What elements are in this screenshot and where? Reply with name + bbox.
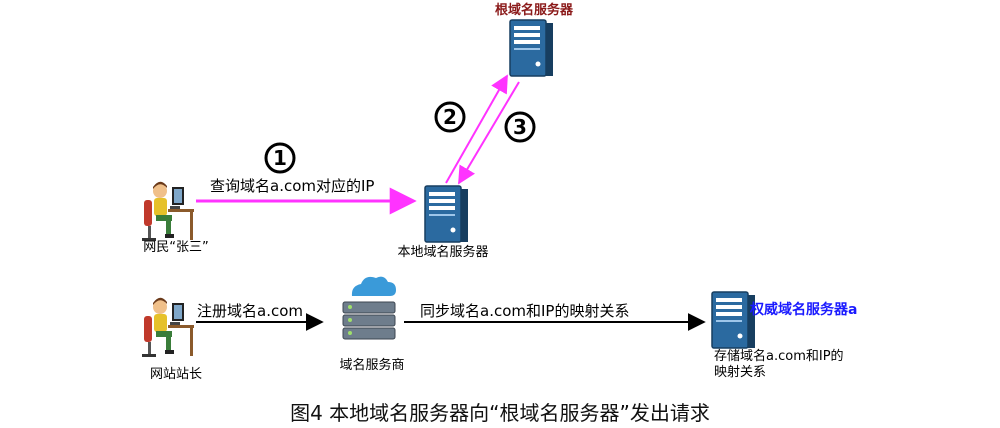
domain-provider-label: 域名服务商 (339, 357, 404, 373)
arrow-local-to-root (445, 74, 508, 184)
sync-edge-label: 同步域名a.com和IP的映射关系 (420, 302, 629, 320)
domain-provider-icon (342, 276, 396, 340)
user-person-icon (142, 181, 194, 241)
step-1-badge: 1 (264, 142, 296, 174)
user-label: 网民“张三” (143, 240, 208, 255)
auth-server-note-line1: 存储域名a.com和IP的 (714, 348, 844, 364)
webmaster-person-icon (142, 297, 194, 357)
figure-caption: 图4 本地域名服务器向“根域名服务器”发出请求 (290, 401, 710, 425)
step-2-badge: 2 (434, 101, 466, 133)
svg-text:2: 2 (443, 105, 457, 129)
root-server-label: 根域名服务器 (495, 2, 574, 18)
query-edge-label: 查询域名a.com对应的IP (210, 177, 374, 195)
local-server-icon (424, 185, 469, 243)
svg-text:3: 3 (513, 115, 527, 139)
svg-text:1: 1 (273, 146, 287, 170)
step-3-badge: 3 (504, 111, 536, 143)
root-server-icon (509, 19, 554, 77)
auth-server-note-line2: 映射关系 (714, 364, 766, 380)
auth-server-icon (711, 291, 756, 349)
webmaster-label: 网站站长 (150, 367, 202, 382)
register-edge-label: 注册域名a.com (197, 302, 303, 320)
arrow-root-to-local (458, 81, 520, 185)
auth-server-label: 权威域名服务器a (749, 301, 857, 318)
local-server-label: 本地域名服务器 (397, 244, 488, 260)
